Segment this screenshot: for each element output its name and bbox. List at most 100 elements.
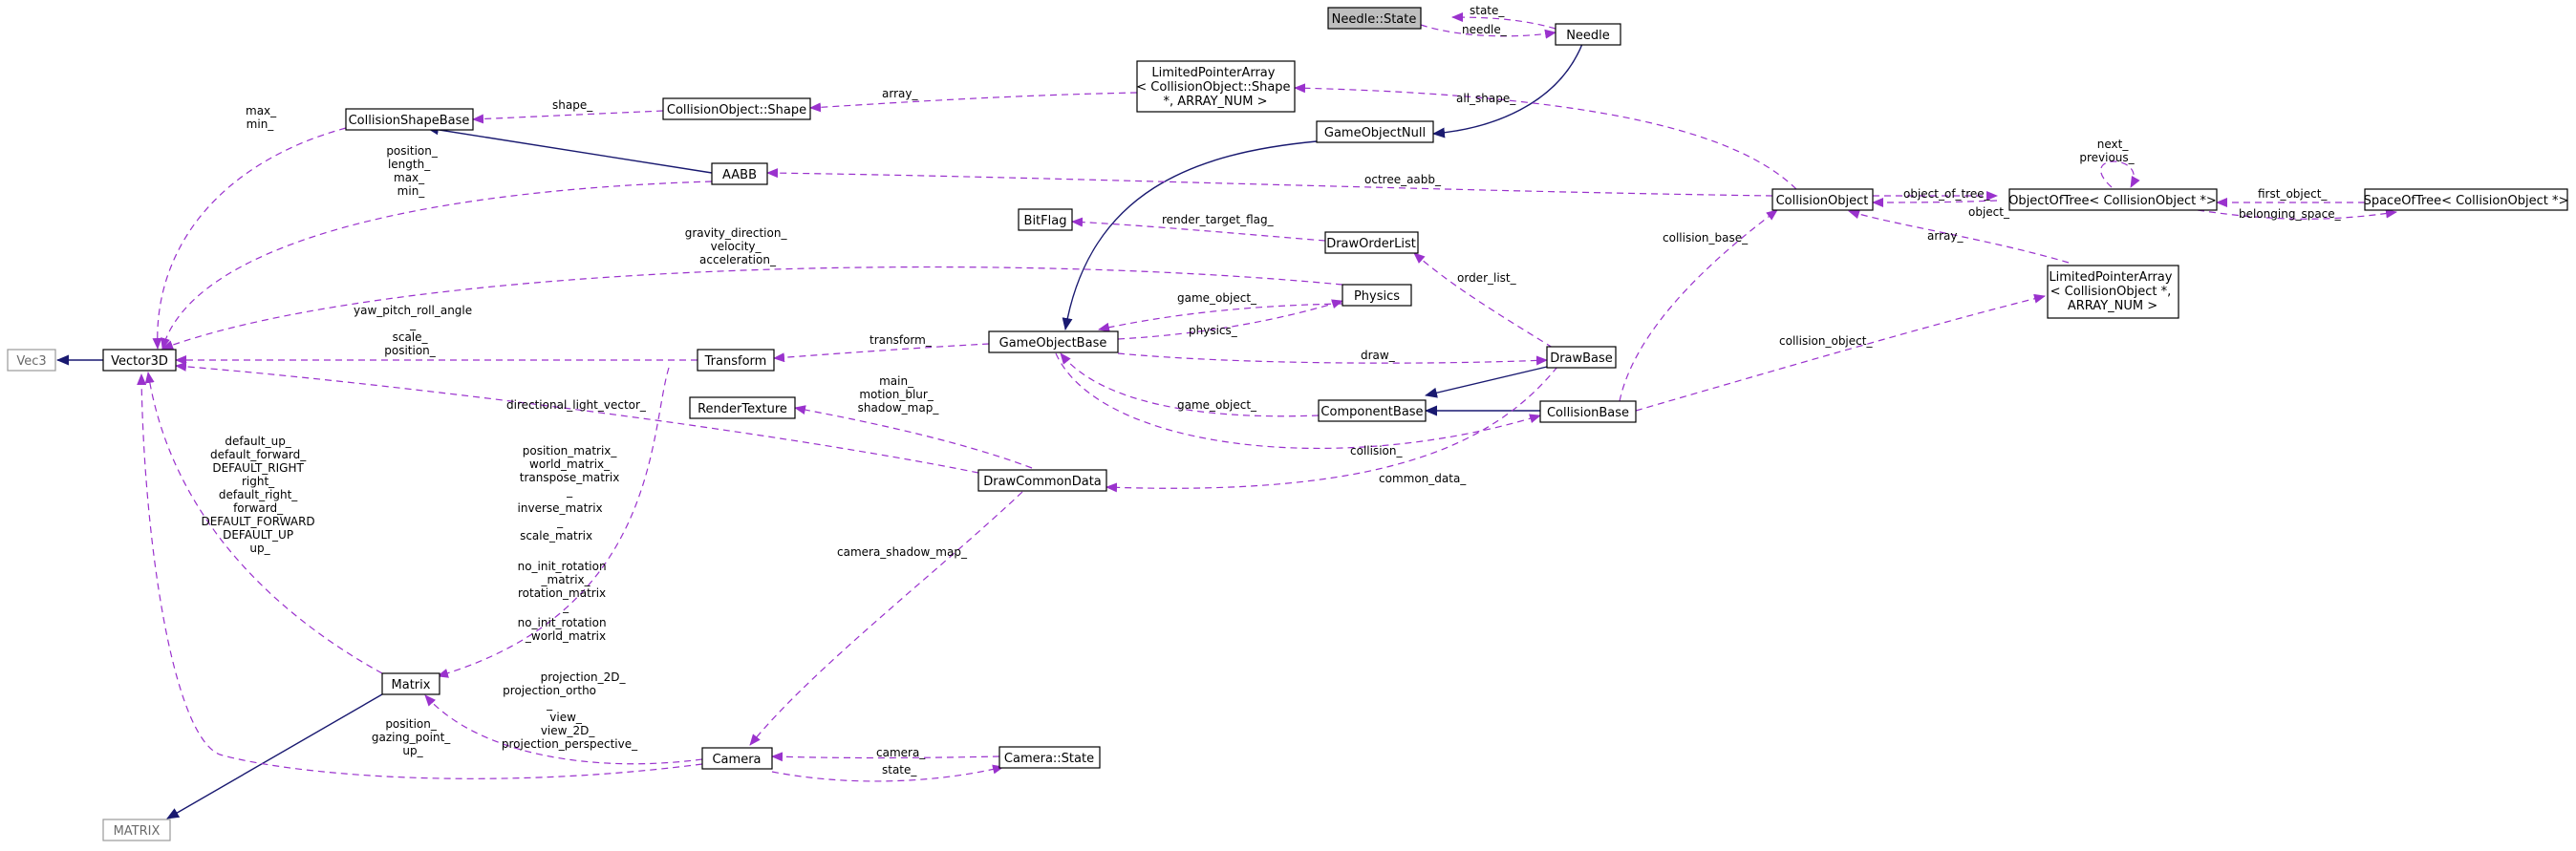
edge-camera-to-camerastate: [771, 764, 1004, 782]
label-first-object: first_object_: [2258, 187, 2328, 201]
edge-physics-to-vector3d: [161, 266, 1343, 350]
node-label: Transform: [704, 354, 767, 369]
node-label: Camera: [712, 753, 761, 767]
edge-collisionobject-to-aabb: [766, 168, 1773, 197]
usage-edges: [137, 12, 2397, 782]
label-render-target-flag: render_target_flag_: [1162, 213, 1275, 226]
node-vec3[interactable]: Vec3: [7, 349, 56, 372]
node-collision-object-shape[interactable]: CollisionObject::Shape: [662, 97, 811, 120]
label-camera-vec: position_ gazing_point_ up_: [372, 717, 454, 757]
label-order-list: order_list_: [1457, 271, 1517, 285]
node-label: GameObjectBase: [999, 336, 1107, 351]
node-physics[interactable]: Physics: [1342, 284, 1412, 307]
label-transform: transform_: [869, 333, 933, 347]
node-draw-base[interactable]: DrawBase: [1546, 346, 1617, 369]
node-needle[interactable]: Needle: [1555, 23, 1621, 46]
label-physics-vec: gravity_direction_ velocity_ acceleratio…: [685, 226, 791, 266]
edge-lparray-to-coshape: [809, 92, 1138, 113]
node-label: Needle::State: [1332, 12, 1417, 27]
label-collision-object: collision_object_: [1779, 334, 1873, 348]
label-camera-state: state_: [882, 763, 917, 777]
label-draw: draw_: [1361, 349, 1396, 362]
node-label: CollisionObject::Shape: [667, 103, 806, 117]
edge-drawcommondata-to-camera: [749, 491, 1023, 746]
edge-gameobjectbase-to-drawbase: [1117, 352, 1548, 366]
node-label: Camera::State: [1004, 752, 1094, 766]
node-collision-base[interactable]: CollisionBase: [1539, 400, 1637, 423]
node-label: MATRIX: [114, 824, 161, 839]
edge-camera-to-vector3d: [137, 373, 703, 779]
edge-componentbase-to-gameobjectbase: [1060, 352, 1320, 417]
label-collision: collision_: [1350, 444, 1403, 457]
node-needle-state[interactable]: Needle::State: [1327, 7, 1422, 30]
node-vector3d[interactable]: Vector3D: [102, 349, 177, 372]
edge-needle-to-gameobjectnull: [1432, 43, 1583, 138]
node-collision-object[interactable]: CollisionObject: [1771, 188, 1874, 211]
node-camera[interactable]: Camera: [701, 747, 773, 770]
edge-coshape-to-shapebase: [472, 110, 664, 124]
edge-matrix-to-vector3d: [144, 372, 383, 674]
edge-aabb-to-collisionshapebase: [426, 124, 713, 174]
edge-collisionbase-to-collisionobject: [1619, 209, 1778, 402]
node-label: DrawBase: [1550, 351, 1613, 366]
node-space-of-tree[interactable]: SpaceOfTree< CollisionObject *>: [2364, 188, 2569, 211]
edge-objectoftree-self: [2100, 160, 2140, 188]
label-object-of-tree: object_of_tree_: [1903, 187, 1991, 201]
node-camera-state[interactable]: Camera::State: [998, 746, 1101, 769]
node-draw-common-data[interactable]: DrawCommonData: [977, 469, 1107, 492]
node-label: Vector3D: [111, 354, 168, 369]
node-label: LimitedPointerArray < CollisionObject *,…: [2049, 270, 2176, 313]
node-component-base[interactable]: ComponentBase: [1318, 399, 1427, 422]
node-label: SpaceOfTree< CollisionObject *>: [2364, 194, 2569, 208]
edge-camerastate-to-camera: [771, 752, 1000, 762]
label-all-shape: all_shape_: [1456, 92, 1516, 105]
label-physics: physics_: [1189, 324, 1238, 337]
label-next-previous: next_ previous_: [2079, 138, 2135, 164]
node-matrix[interactable]: Matrix: [381, 672, 440, 695]
edge-drawcommondata-to-vector3d: [175, 361, 979, 474]
inheritance-edges: [56, 43, 1583, 819]
node-label: DrawOrderList: [1326, 237, 1416, 251]
node-transform[interactable]: Transform: [697, 349, 775, 372]
node-label: ComponentBase: [1320, 405, 1423, 419]
label-directional-light: directional_light_vector_: [506, 398, 647, 412]
label-matrix-vec: default_up_ default_forward_ DEFAULT_RIG…: [201, 435, 318, 555]
node-game-object-base[interactable]: GameObjectBase: [988, 330, 1119, 353]
edge-gameobjectnull-to-gameobjectbase: [1062, 140, 1318, 330]
node-draw-order-list[interactable]: DrawOrderList: [1324, 231, 1419, 254]
label-state: state_: [1470, 4, 1505, 17]
label-shape: shape_: [552, 98, 593, 112]
node-limited-pointer-array-shape[interactable]: LimitedPointerArray < CollisionObject::S…: [1136, 60, 1296, 113]
edge-lparray-obj-to-collisionobject: [1848, 209, 2070, 264]
label-camera-matrix: projection_2D_ projection_ortho _ view_ …: [502, 670, 638, 751]
nodes: Needle::State Needle LimitedPointerArray…: [7, 7, 2569, 841]
label-transform-vec: yaw_pitch_roll_angle _ scale_ position_: [354, 304, 476, 357]
edge-drawbase-to-drawcommondata: [1106, 366, 1558, 493]
edge-aabb-to-vector3d: [161, 181, 713, 350]
node-collision-shape-base[interactable]: CollisionShapeBase: [345, 108, 474, 131]
edge-objectoftree-to-spaceoftree: [2197, 208, 2397, 220]
node-game-object-null[interactable]: GameObjectNull: [1316, 120, 1434, 143]
label-game-object-comp: game_object_: [1177, 398, 1257, 412]
label-camera-shadow-map: camera_shadow_map_: [837, 545, 968, 559]
edge-state-needle: [1420, 24, 1556, 39]
label-max-min: max_ min_: [246, 104, 280, 131]
node-limited-pointer-array-object[interactable]: LimitedPointerArray < CollisionObject *,…: [2047, 265, 2179, 319]
label-aabb-vec: position_ length_ max_ min_: [386, 144, 440, 198]
label-common-data: common_data_: [1379, 472, 1467, 485]
label-object: object_: [1968, 205, 2010, 219]
node-render-texture[interactable]: RenderTexture: [689, 396, 796, 419]
label-collision-base: collision_base_: [1663, 231, 1749, 245]
node-label: RenderTexture: [698, 402, 787, 416]
edge-shapebase-to-vector3d: [152, 127, 347, 350]
edge-objectoftree-to-collisionobject: [1872, 197, 1998, 207]
node-label: Physics: [1354, 289, 1400, 304]
node-bitflag[interactable]: BitFlag: [1018, 208, 1073, 231]
node-aabb[interactable]: AABB: [711, 162, 768, 185]
node-matrix-ext[interactable]: MATRIX: [102, 819, 171, 841]
edge-drawcommondata-to-rendertexture: [794, 405, 1033, 469]
node-object-of-tree[interactable]: ObjectOfTree< CollisionObject *>: [2008, 188, 2218, 211]
label-needle: needle_: [1462, 23, 1508, 36]
node-label: AABB: [722, 168, 757, 182]
